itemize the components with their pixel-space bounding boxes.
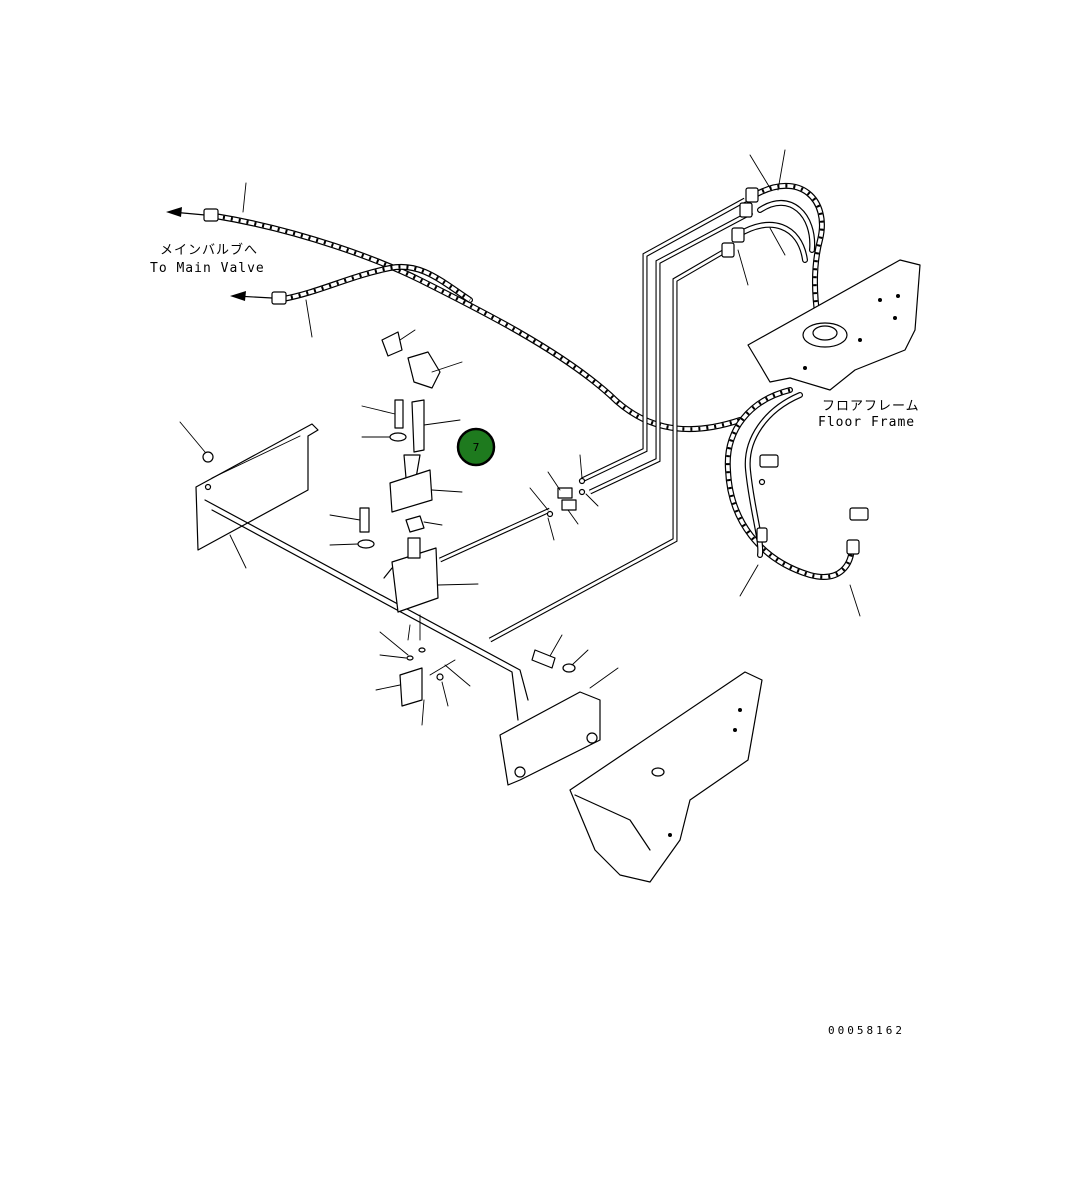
- right-hanging-hoses: [724, 387, 869, 580]
- control-lever-assembly: [357, 331, 444, 707]
- floor-frame-hoses: [721, 182, 825, 323]
- main-valve-label-jp: メインバルブへ: [160, 242, 258, 258]
- left-cover-plate: [195, 423, 319, 551]
- main-valve-label-en: To Main Valve: [150, 261, 265, 276]
- steel-pipes: [438, 197, 754, 643]
- frame-rails: [204, 499, 529, 721]
- callout-marker[interactable]: 7: [456, 427, 496, 467]
- drawing-code: 00058162: [828, 1024, 905, 1037]
- lower-right-cover: [569, 671, 763, 883]
- floor-frame-label-en: Floor Frame: [818, 415, 915, 430]
- mounting-bracket: [499, 649, 601, 786]
- floor-frame-plate: [747, 259, 921, 391]
- pipe-fittings: [546, 477, 586, 518]
- hose-to-main-valve-lower: [271, 263, 473, 305]
- floor-frame-label-jp: フロアフレーム: [822, 399, 920, 414]
- main-valve-arrows: [166, 207, 273, 301]
- callout-marker-number: 7: [473, 441, 480, 454]
- leader-lines: [179, 149, 861, 726]
